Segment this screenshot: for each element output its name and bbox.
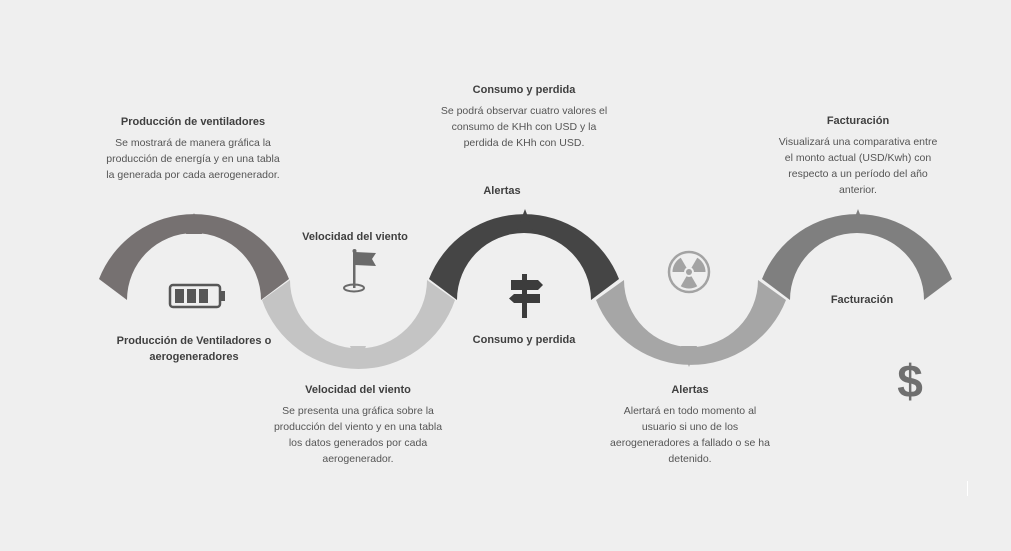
segment-1-arch [99, 214, 289, 300]
segment-5-pointer [850, 209, 866, 230]
step-1-label: Producción de Ventiladores o aerogenerad… [116, 335, 272, 363]
dollar-icon: $ [897, 355, 923, 407]
step-4-bottom-description: Alertará en todo momento al usuario si u… [610, 405, 770, 465]
step-1-top-title: Producción de ventiladores [120, 116, 266, 128]
step-5-label: Facturación [830, 294, 894, 306]
segment-5-arch [762, 214, 952, 300]
segment-1-pointer [186, 213, 202, 234]
step-3-top-block: Consumo y perdida Se podrá observar cuat… [430, 84, 618, 151]
radiation-icon [667, 250, 711, 294]
segment-4-valley [596, 280, 786, 365]
step-2-bottom-description: Se presenta una gráfica sobre la producc… [273, 405, 443, 465]
step-3-label-top: Alertas [483, 185, 521, 197]
battery-icon [168, 283, 225, 309]
step-1-top-block: Producción de ventiladores Se mostrará d… [98, 116, 288, 183]
segment-3-pointer [517, 209, 533, 230]
step-5-top-description: Visualizará una comparativa entre el mon… [778, 136, 938, 196]
text-cursor [967, 481, 968, 496]
step-3-top-description: Se podrá observar cuatro valores el cons… [440, 105, 608, 149]
step-4-bottom-title: Alertas [671, 384, 709, 396]
step-3-top-title: Consumo y perdida [472, 84, 576, 96]
step-5-top-block: Facturación Visualizará una comparativa … [768, 115, 948, 198]
step-4-bottom-block: Alertas Alertará en todo momento al usua… [600, 384, 780, 467]
step-2-bottom-title: Velocidad del viento [305, 384, 411, 396]
step-3-label-bottom: Consumo y perdida [472, 334, 576, 346]
step-5-top-title: Facturación [826, 115, 890, 127]
signpost-icon [509, 274, 543, 318]
step-2-label: Velocidad del viento [302, 231, 408, 243]
segment-4-pointer [681, 346, 697, 367]
segment-2-valley [262, 280, 455, 369]
step-2-bottom-block: Velocidad del viento Se presenta una grá… [268, 384, 448, 467]
segment-3-arch [429, 214, 619, 300]
step-1-top-description: Se mostrará de manera gráfica la producc… [106, 137, 280, 181]
flag-icon [343, 249, 376, 293]
segment-2-pointer [350, 346, 366, 367]
